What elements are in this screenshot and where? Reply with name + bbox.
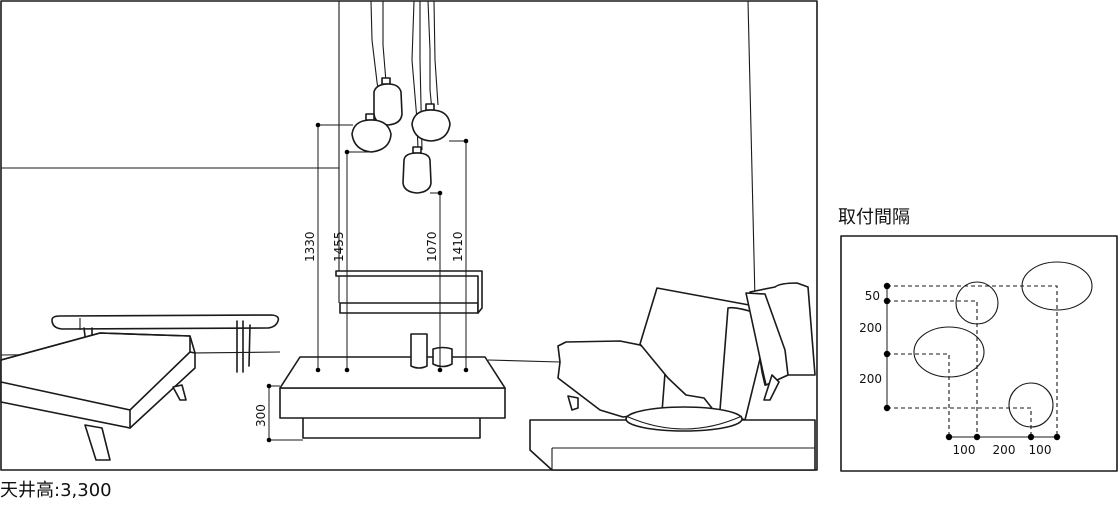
plan-dim-h1: 200	[993, 443, 1016, 457]
back-bench	[51, 314, 280, 373]
wall-shelf	[335, 270, 483, 314]
drop-dimensions	[266, 122, 469, 443]
room-illustration: 1330 1455 1070 1410 300	[0, 0, 818, 471]
room-frame	[0, 0, 818, 471]
wall-corner-right	[747, 0, 756, 301]
armchair	[745, 282, 816, 401]
pendant-lamp-2	[351, 113, 392, 153]
dim-label-1070: 1070	[425, 231, 439, 262]
sofa	[557, 287, 771, 426]
pendant-lamp-4	[402, 146, 432, 194]
plan-dim-h2: 100	[1029, 443, 1052, 457]
ceiling-height-caption: 天井高:3,300	[0, 480, 112, 501]
daybed	[0, 332, 196, 461]
dim-label-1410: 1410	[451, 231, 465, 262]
pendant-lamp-3	[411, 103, 451, 142]
spacing-plan: 取付間隔 50 200 200 100 200 100	[838, 207, 1118, 472]
plan-dim-v2: 200	[859, 372, 882, 386]
floor-line-mid	[487, 359, 561, 363]
bowl	[625, 406, 743, 432]
spacing-plan-title: 取付間隔	[838, 207, 910, 228]
dim-label-1330: 1330	[303, 231, 317, 262]
plan-dim-v0: 50	[865, 289, 880, 303]
dim-label-table-height: 300	[254, 404, 268, 427]
coffee-table	[279, 356, 506, 439]
side-table	[529, 406, 816, 471]
plan-dim-v1: 200	[859, 321, 882, 335]
plan-dim-h0: 100	[953, 443, 976, 457]
pendant-lamp-1	[373, 77, 403, 126]
dim-label-1455: 1455	[332, 231, 346, 262]
spacing-plan-frame	[840, 235, 1118, 472]
